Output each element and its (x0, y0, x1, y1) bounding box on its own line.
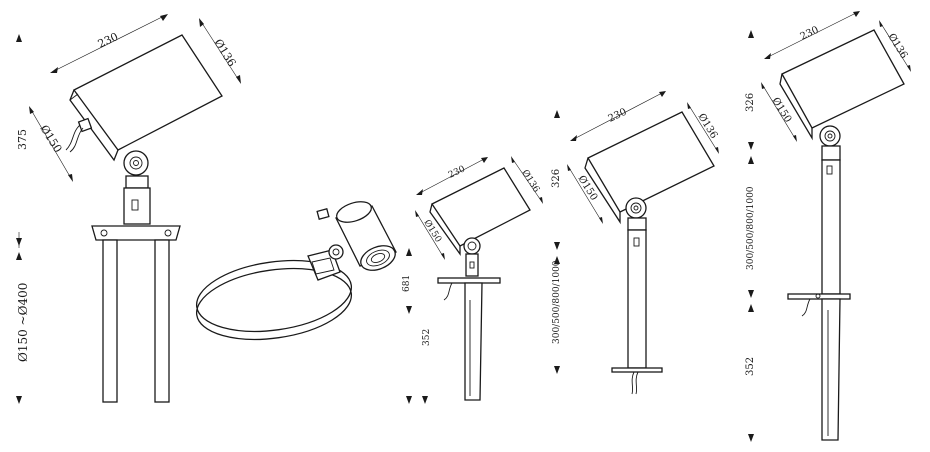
lamp-cylinder (316, 201, 397, 271)
leg-left (102, 239, 118, 403)
pole (821, 159, 841, 295)
dim-height: 326 (745, 30, 756, 150)
clamp-ring (195, 259, 353, 333)
pole (627, 229, 647, 369)
dim-height-upper: 681 (402, 248, 412, 314)
spike (464, 282, 483, 401)
base-plate (91, 225, 181, 241)
label-diameter-top: Ø136 (695, 112, 719, 141)
stem-collar (125, 175, 149, 189)
dim-height: 326 (551, 110, 562, 250)
label-length: 230 (607, 107, 629, 125)
stem-collar (821, 145, 841, 161)
knuckle-joint (463, 237, 481, 255)
label-diameter-top: Ø136 (211, 37, 238, 69)
dim-spike: 352 (745, 304, 756, 442)
ground-plate (611, 367, 663, 373)
flange (437, 277, 501, 284)
label-length: 230 (96, 30, 121, 51)
dim-diameter-side: Ø150 (29, 106, 73, 182)
lamp-head (65, 34, 223, 162)
leg-right (154, 239, 170, 403)
label-height-lower: 352 (422, 329, 432, 346)
label-spike: 352 (745, 357, 756, 376)
label-length: 230 (799, 25, 821, 43)
figure-2-ring-clamp (195, 201, 397, 341)
spike (821, 298, 841, 441)
lamp-head (584, 111, 715, 225)
label-length: 230 (447, 164, 467, 180)
dim-height: 375 (16, 34, 29, 248)
lamp-head (779, 29, 905, 141)
label-diameter-side: Ø150 (37, 123, 64, 155)
label-pole-options: 300/500/800/1000 (552, 260, 562, 344)
label-spread: Ø150 ~Ø400 (16, 283, 30, 362)
stem-collar (627, 217, 647, 231)
figure-5-pole-spike: 230 Ø136 Ø150 326 300/500/800/1000 3 (745, 11, 911, 442)
label-height-upper: 681 (402, 275, 412, 292)
dim-height-lower: 352 (406, 329, 432, 404)
dim-pole-options: 300/500/800/1000 (552, 256, 562, 374)
knuckle-joint (819, 125, 841, 147)
label-height: 326 (551, 169, 562, 188)
stem (123, 187, 151, 225)
label-diameter-top: Ø136 (519, 168, 541, 195)
label-height: 326 (745, 93, 756, 112)
lamp-head (429, 167, 531, 257)
knuckle-joint (625, 197, 647, 219)
label-diameter-side: Ø150 (421, 218, 443, 245)
figure-3-spike-small: 230 Ø136 Ø150 681 352 (402, 156, 543, 404)
stem (465, 253, 479, 277)
figure-4-pole-plate: 230 Ø136 Ø150 326 300/500/800/1000 (551, 91, 719, 395)
label-height: 375 (16, 129, 29, 150)
knuckle-joint (123, 150, 149, 176)
label-pole-options: 300/500/800/1000 (746, 186, 756, 270)
figure-1-base-mount: 230 Ø136 Ø150 375 Ø150 ~Ø400 (16, 14, 241, 404)
dim-spread: Ø150 ~Ø400 (16, 252, 30, 404)
dim-pole-options: 300/500/800/1000 (746, 156, 756, 298)
label-diameter-side: Ø150 (575, 174, 599, 203)
